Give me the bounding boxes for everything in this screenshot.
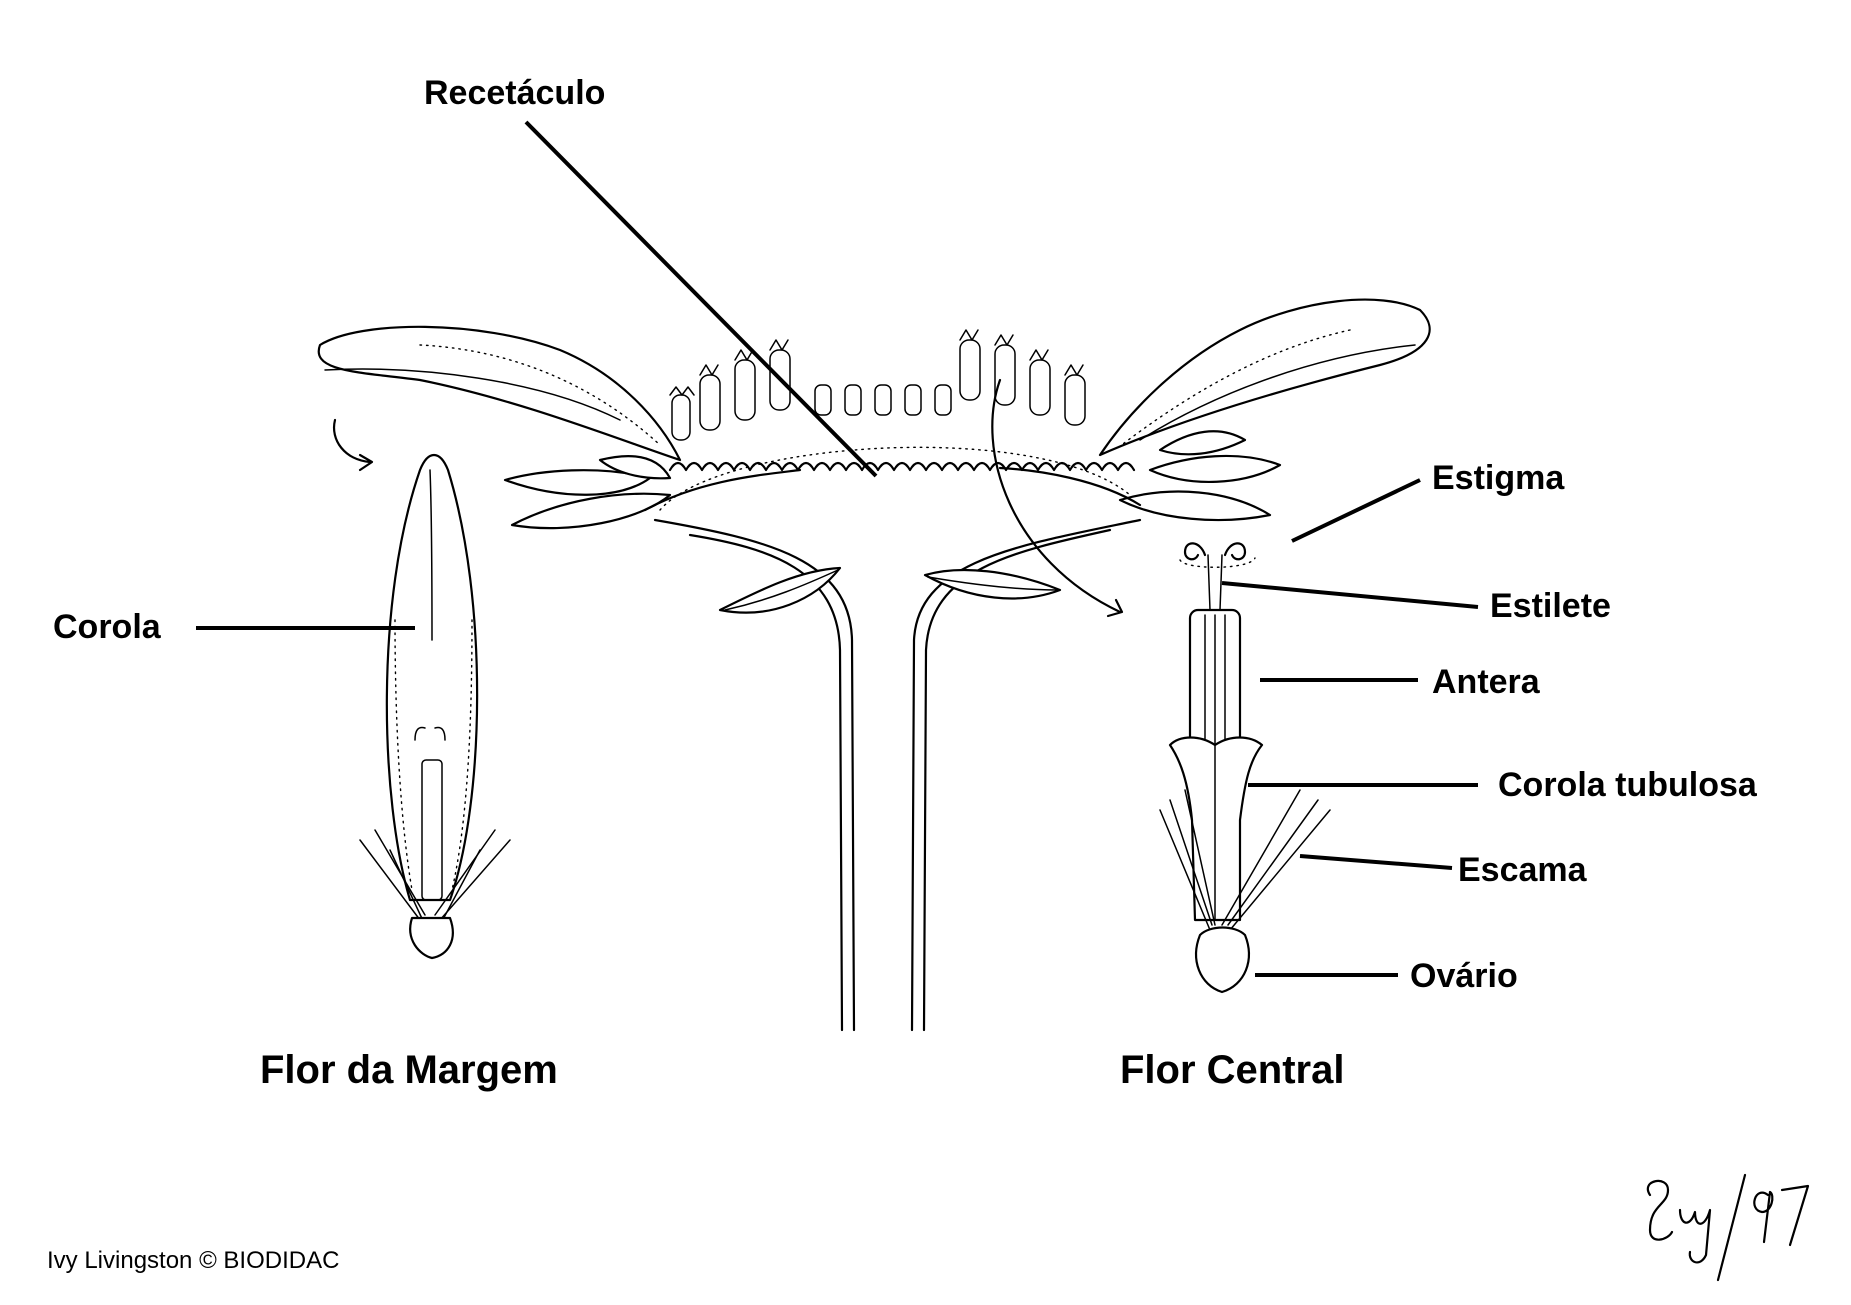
leader-style xyxy=(1221,581,1479,609)
label-style: Estilete xyxy=(1490,587,1611,625)
ray-flower-illustration xyxy=(359,453,511,960)
disc-flower-illustration xyxy=(1159,542,1331,994)
label-anther: Antera xyxy=(1432,663,1541,701)
label-tubular-corolla: Corola tubulosa xyxy=(1498,766,1758,804)
label-receptacle: Recetáculo xyxy=(424,74,605,112)
label-stigma: Estigma xyxy=(1432,459,1565,497)
credit-text: Ivy Livingston © BIODIDAC xyxy=(47,1247,339,1274)
signature-mark xyxy=(1646,1173,1810,1282)
label-corolla: Corola xyxy=(53,608,162,646)
ray-petal-left xyxy=(317,325,682,462)
stem-leaf-left xyxy=(718,566,842,614)
label-scale: Escama xyxy=(1458,851,1588,889)
leader-receptacle xyxy=(524,120,878,478)
bracts-right xyxy=(1118,430,1282,522)
flower-head-illustration xyxy=(317,298,1431,1032)
disc-florets-row xyxy=(668,329,1136,472)
receptacle-dome xyxy=(659,446,1131,511)
arrow-to-ray-flower xyxy=(332,418,372,464)
bracts-left xyxy=(503,454,672,530)
ray-petal-right xyxy=(1098,298,1431,457)
caption-disc-flower: Flor Central xyxy=(1120,1048,1344,1092)
stem xyxy=(653,518,1142,1032)
arrow-to-disc-flower xyxy=(991,378,1122,614)
leader-stigma xyxy=(1291,478,1421,543)
stem-leaf-right xyxy=(923,568,1062,600)
leader-scale xyxy=(1299,854,1453,870)
label-ovary: Ovário xyxy=(1410,957,1518,995)
caption-ray-flower: Flor da Margem xyxy=(260,1048,558,1092)
leader-lines xyxy=(196,120,1479,977)
